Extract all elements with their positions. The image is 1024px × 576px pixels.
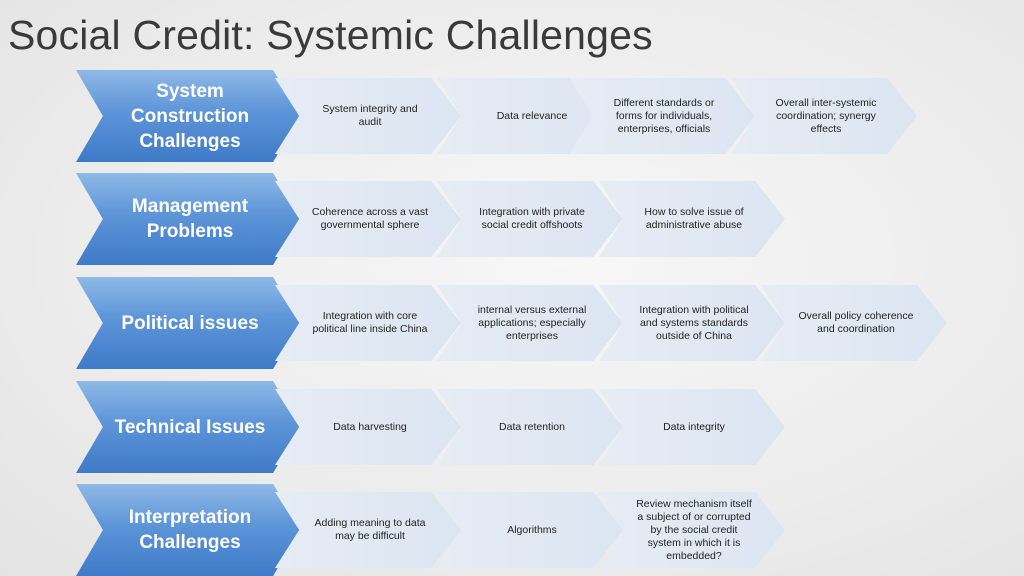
item-chevron: Data integrity <box>599 389 785 465</box>
item-chevron: Integration with private social credit o… <box>437 181 623 257</box>
header-chevron: Political issues <box>76 277 300 369</box>
row-system-construction: System Construction Challenges System in… <box>0 70 1024 162</box>
header-label: Technical Issues <box>114 416 266 438</box>
row-interpretation: Interpretation Challenges Adding meaning… <box>0 484 1024 576</box>
item-label: Integration with private social credit o… <box>479 206 585 231</box>
item-label: Overall policy coherence and coordinatio… <box>798 310 914 335</box>
row-political: Political issues Integration with core p… <box>0 277 1024 369</box>
item-label: Review mechanism itself a subject of or … <box>636 497 752 562</box>
item-label: Different standards or forms for individ… <box>613 96 715 135</box>
header-chevron: System Construction Challenges <box>76 70 300 162</box>
item-label: Data relevance <box>496 109 568 122</box>
item-label: Integration with core political line ins… <box>312 310 428 335</box>
item-chevron: System integrity and audit <box>275 78 461 154</box>
page-title: Social Credit: Systemic Challenges <box>8 12 653 58</box>
item-chevron: Integration with core political line ins… <box>275 285 461 361</box>
item-chevron: Overall policy coherence and coordinatio… <box>761 285 947 361</box>
header-chevron: Interpretation Challenges <box>76 484 300 576</box>
header-chevron: Management Problems <box>76 173 300 265</box>
item-chevron: Overall inter-systemic coordination; syn… <box>731 78 917 154</box>
item-chevron: Data harvesting <box>275 389 461 465</box>
item-label: System integrity and audit <box>322 103 418 128</box>
item-label: Data retention <box>499 420 565 433</box>
item-chevron: internal versus external applications; e… <box>437 285 623 361</box>
item-label: Data integrity <box>663 420 725 433</box>
item-chevron: Integration with political and systems s… <box>599 285 785 361</box>
header-label: Interpretation Challenges <box>128 507 252 553</box>
item-label: How to solve issue of administrative abu… <box>644 206 744 231</box>
item-chevron: Different standards or forms for individ… <box>569 78 755 154</box>
row-technical: Technical Issues Data harvesting Data re… <box>0 381 1024 473</box>
item-label: internal versus external applications; e… <box>477 303 587 342</box>
item-chevron: Coherence across a vast governmental sph… <box>275 181 461 257</box>
item-label: Coherence across a vast governmental sph… <box>311 206 429 231</box>
item-chevron: Review mechanism itself a subject of or … <box>599 492 785 568</box>
item-chevron: Adding meaning to data may be difficult <box>275 492 461 568</box>
item-chevron: Algorithms <box>437 492 623 568</box>
header-chevron: Technical Issues <box>76 381 300 473</box>
item-label: Integration with political and systems s… <box>639 303 749 342</box>
item-label: Overall inter-systemic coordination; syn… <box>775 96 877 135</box>
item-chevron: How to solve issue of administrative abu… <box>599 181 785 257</box>
item-chevron: Data retention <box>437 389 623 465</box>
header-label: System Construction Challenges <box>130 80 250 152</box>
item-label: Adding meaning to data may be difficult <box>314 517 426 542</box>
item-label: Data harvesting <box>333 420 407 433</box>
item-label: Algorithms <box>507 523 557 536</box>
header-label: Political issues <box>121 312 259 334</box>
row-management: Management Problems Coherence across a v… <box>0 173 1024 265</box>
header-label: Management Problems <box>131 196 249 242</box>
